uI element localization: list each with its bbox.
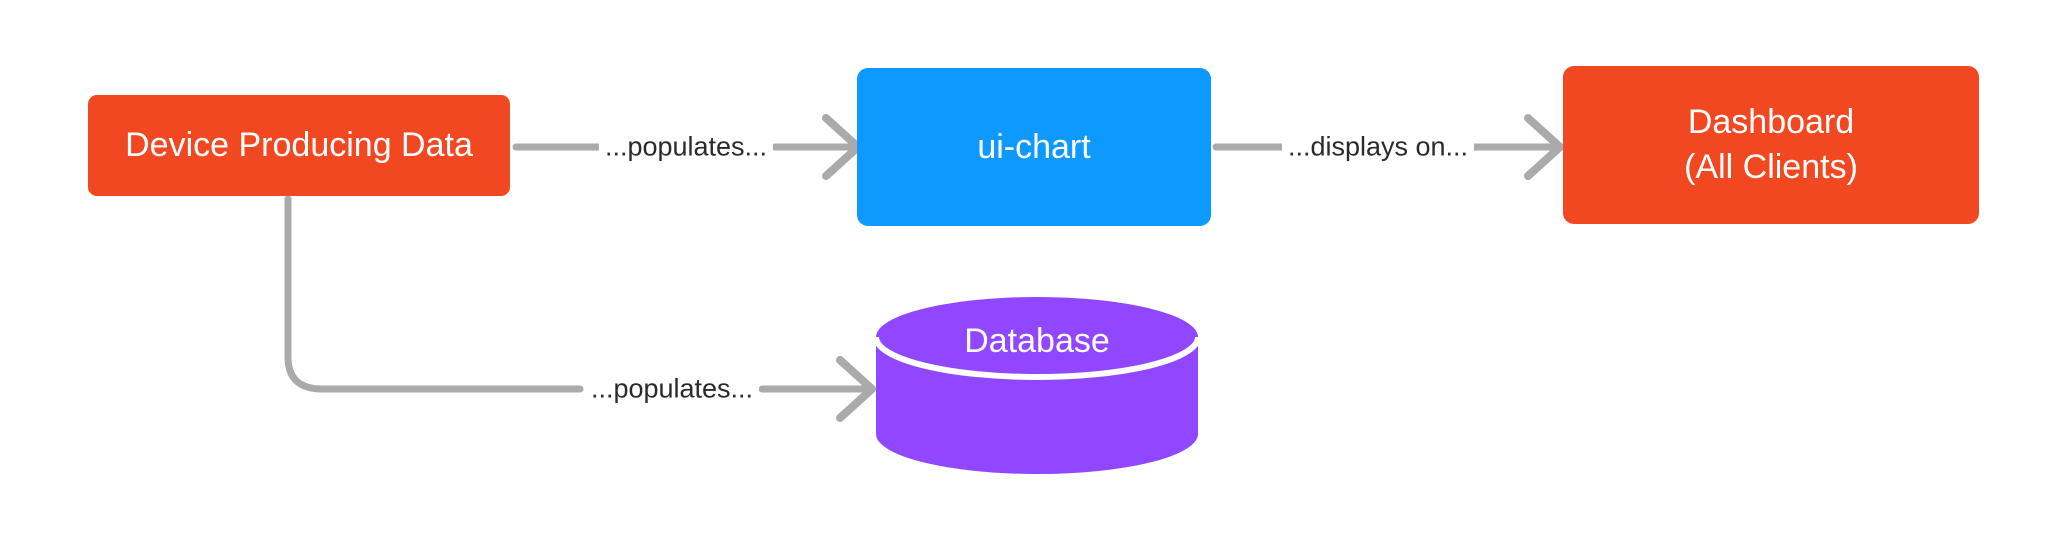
node-device-producing-data-label: Device Producing Data [125,126,473,165]
node-dashboard[interactable]: Dashboard (All Clients) [1563,66,1979,224]
arrow-right-icon-uichart-to-dashboard [1524,114,1564,180]
arrow-right-icon-device-to-database [836,356,876,422]
node-dashboard-label: Dashboard (All Clients) [1684,103,1858,186]
node-ui-chart[interactable]: ui-chart [857,68,1211,226]
node-database[interactable]: Database [876,297,1198,474]
edge-label-device-to-uichart: ...populates... [598,131,774,163]
edge-label-uichart-to-dashboard: ...displays on... [1281,131,1475,163]
node-ui-chart-label: ui-chart [977,127,1091,166]
database-cylinder-icon [876,297,1198,474]
node-device-producing-data[interactable]: Device Producing Data [88,95,510,196]
arrow-right-icon-device-to-uichart [822,114,862,180]
edge-device-to-database-path [284,195,584,393]
edge-label-device-to-database: ...populates... [584,373,760,405]
